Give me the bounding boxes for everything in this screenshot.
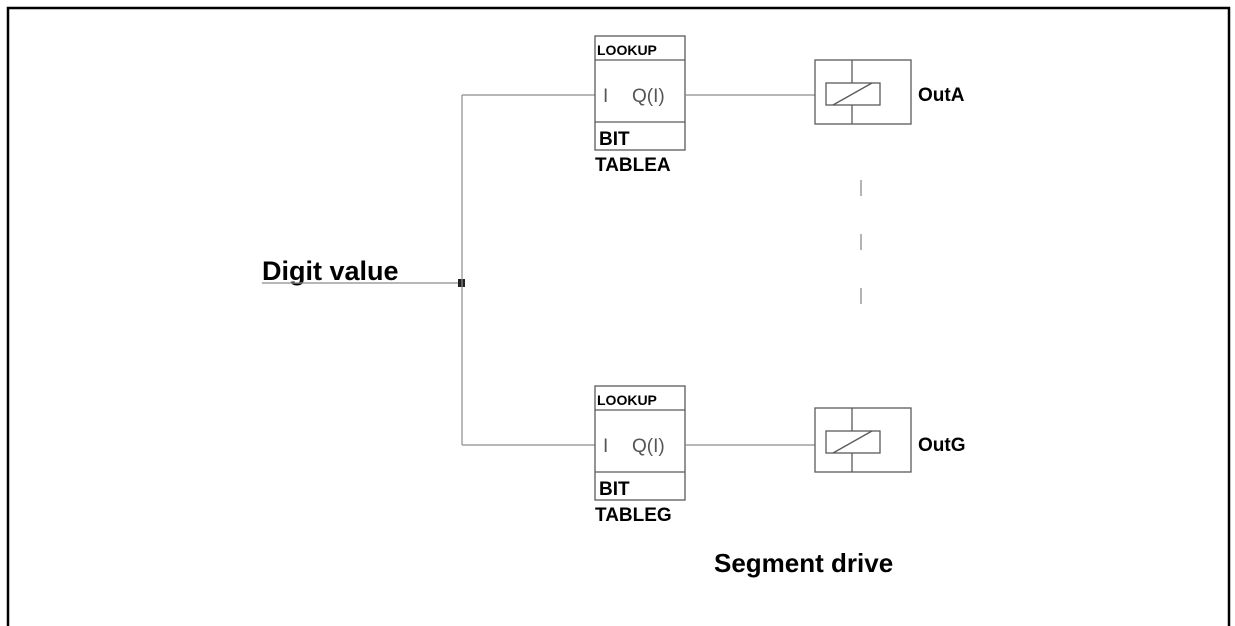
lookup-block-g-type: BIT bbox=[599, 479, 630, 500]
lookup-block-a-input-pin: I bbox=[603, 86, 608, 107]
lookup-block-g-header: LOOKUP bbox=[597, 392, 657, 408]
lookup-block-a-output-pin: Q(I) bbox=[632, 86, 665, 107]
lookup-block-a-table: TABLEA bbox=[595, 155, 671, 176]
lookup-block-g[interactable]: LOOKUP I Q(I) BIT bbox=[594, 385, 686, 501]
lookup-block-a[interactable]: LOOKUP I Q(I) BIT bbox=[594, 35, 686, 151]
coil-g-label: OutG bbox=[918, 435, 966, 456]
lookup-block-g-body bbox=[594, 385, 686, 501]
output-label: Segment drive bbox=[714, 548, 893, 578]
lookup-block-g-input-pin: I bbox=[603, 436, 608, 457]
lookup-block-g-output-pin: Q(I) bbox=[632, 436, 665, 457]
coil-out-a[interactable] bbox=[814, 59, 912, 125]
lookup-block-a-header: LOOKUP bbox=[597, 42, 657, 58]
coil-out-g[interactable] bbox=[814, 407, 912, 473]
diagram-frame bbox=[6, 6, 1231, 626]
lookup-block-g-table: TABLEG bbox=[595, 505, 672, 526]
lookup-block-a-body bbox=[594, 35, 686, 151]
coil-a-label: OutA bbox=[918, 85, 965, 106]
lookup-block-a-type: BIT bbox=[599, 129, 630, 150]
input-label: Digit value bbox=[262, 256, 399, 286]
